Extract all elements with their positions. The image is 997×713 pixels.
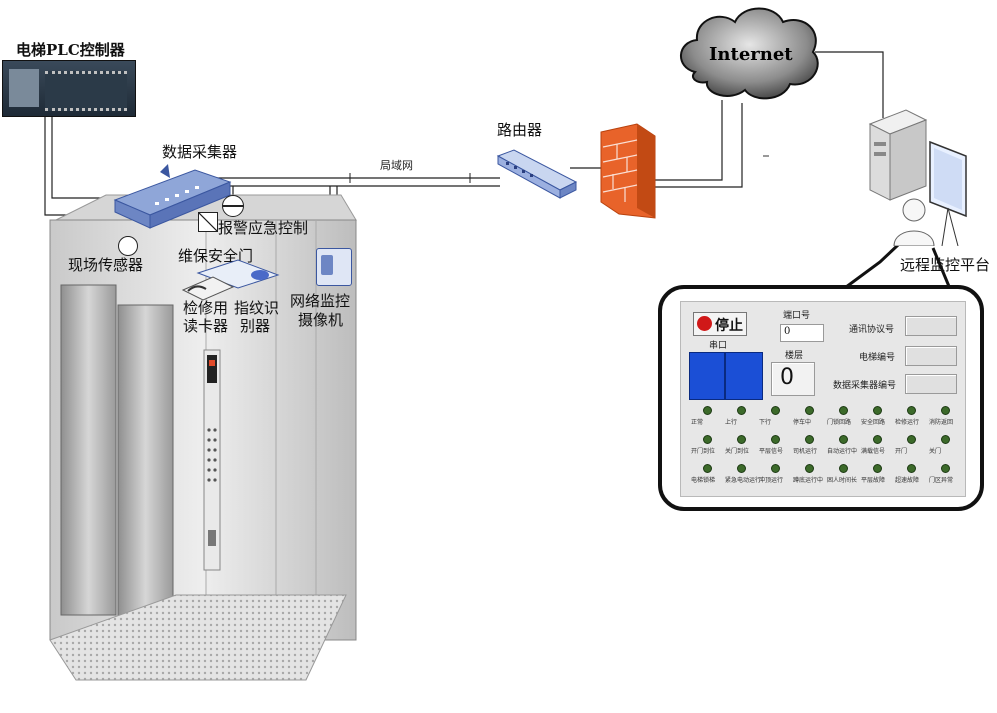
monitoring-software-window: 停止 串口 端口号 0 楼层 0 通讯协议号 电梯编号 数据采集器编号 正常 上行… [680, 301, 966, 497]
lan-label: 局域网 [380, 159, 413, 172]
reader-label-line1: 检修用 [183, 299, 229, 317]
stop-icon [697, 316, 712, 331]
status-led-grid: 正常 上行 下行 停车中 门锁回路 安全回路 检修运行 消防返回开门到位 关门到位 平层信号 司机运… [681, 406, 965, 496]
serial-input[interactable]: 0 [780, 324, 824, 342]
status-display [689, 352, 763, 400]
status-led-label: 下行 [759, 419, 772, 426]
status-led [907, 406, 916, 415]
status-led [941, 435, 950, 444]
stop-sub-label: 串口 [709, 341, 728, 351]
stop-button[interactable]: 停止 [693, 312, 747, 336]
status-led-label: 满载信号 [861, 448, 886, 455]
alarm-label: 报警应急控制 [218, 219, 309, 237]
status-led-label: 门区异常 [929, 477, 954, 484]
status-led [703, 406, 712, 415]
status-led [839, 464, 848, 473]
status-led [873, 406, 882, 415]
status-led [839, 406, 848, 415]
status-led [771, 464, 780, 473]
status-led-label: 开门到位 [691, 448, 716, 455]
network-camera-icon [316, 248, 352, 286]
status-led-label: 检修运行 [895, 419, 920, 426]
status-led-label: 困人时间长 [827, 477, 858, 484]
card-reader-device [181, 259, 280, 301]
status-led-label: 蹲底运行中 [793, 477, 824, 484]
status-led-label: 门锁回路 [827, 419, 852, 426]
remote-platform-label: 远程监控平台 [900, 256, 991, 274]
status-led [907, 435, 916, 444]
monitoring-panel-callout: 停止 串口 端口号 0 楼层 0 通讯协议号 电梯编号 数据采集器编号 正常 上行… [658, 285, 984, 511]
status-led [873, 464, 882, 473]
status-led [941, 464, 950, 473]
fingerprint-label-line1: 指纹识 [234, 299, 280, 317]
status-led-label: 平层故障 [861, 477, 886, 484]
status-led-label: 开门 [895, 448, 908, 455]
status-led [771, 435, 780, 444]
collector-label: 数据采集器 [162, 143, 238, 161]
maintenance-door-label: 维保安全门 [178, 247, 254, 265]
alarm-lamp-icon [222, 195, 244, 217]
status-led [805, 435, 814, 444]
status-led-label: 平层信号 [759, 448, 784, 455]
status-led [873, 435, 882, 444]
reader-label-line2: 读卡器 [183, 317, 229, 335]
plc-label: 电梯PLC控制器 [16, 41, 125, 59]
firewall-icon [600, 123, 656, 219]
status-led [703, 464, 712, 473]
status-led [839, 435, 848, 444]
sensor-label: 现场传感器 [68, 256, 144, 274]
elevator-no-input[interactable] [905, 346, 957, 366]
protocol-input[interactable] [905, 316, 957, 336]
status-led-label: 关门到位 [725, 448, 750, 455]
floor-label: 楼层 [785, 351, 804, 361]
status-led-label: 冲顶运行 [759, 477, 784, 484]
status-led-label: 司机运行 [793, 448, 818, 455]
status-led-label: 超速故障 [895, 477, 920, 484]
internet-label: Internet [709, 44, 793, 65]
floor-display-value: 0 [780, 365, 794, 390]
router-label: 路由器 [497, 121, 543, 139]
protocol-label: 通讯协议号 [849, 325, 895, 335]
collector-no-label: 数据采集器编号 [833, 381, 897, 391]
status-led [737, 464, 746, 473]
data-collector-device [113, 164, 232, 229]
status-led [805, 464, 814, 473]
camera-label-line1: 网络监控 [290, 292, 351, 310]
fingerprint-label-line2: 别器 [240, 317, 271, 335]
status-led [737, 435, 746, 444]
status-led-label: 消防返回 [929, 419, 954, 426]
status-led-label: 安全回路 [861, 419, 886, 426]
internet-cloud-icon [680, 7, 819, 100]
stop-button-label: 停止 [715, 318, 743, 334]
server-computer-icon [868, 109, 967, 246]
status-led-label: 停车中 [793, 419, 812, 426]
serial-input-value: 0 [784, 326, 791, 337]
status-led [703, 435, 712, 444]
collector-no-input[interactable] [905, 374, 957, 394]
camera-label-line2: 摄像机 [298, 311, 344, 329]
status-led-label: 关门 [929, 448, 942, 455]
floor-display: 0 [771, 362, 815, 396]
plc-controller [2, 60, 136, 117]
status-led-label: 电梯锁梯 [691, 477, 716, 484]
alarm-switch-icon [198, 212, 218, 232]
status-led [737, 406, 746, 415]
status-led-label: 紧急电动运行 [725, 477, 762, 484]
status-led [805, 406, 814, 415]
sensor-icon [118, 236, 138, 256]
status-led [941, 406, 950, 415]
status-led-label: 正常 [691, 419, 704, 426]
status-led [771, 406, 780, 415]
status-led [907, 464, 916, 473]
router-device [496, 149, 578, 199]
serial-label: 端口号 [783, 311, 811, 321]
elevator-no-label: 电梯编号 [859, 353, 896, 363]
status-led-label: 上行 [725, 419, 738, 426]
status-led-label: 自动运行中 [827, 448, 858, 455]
